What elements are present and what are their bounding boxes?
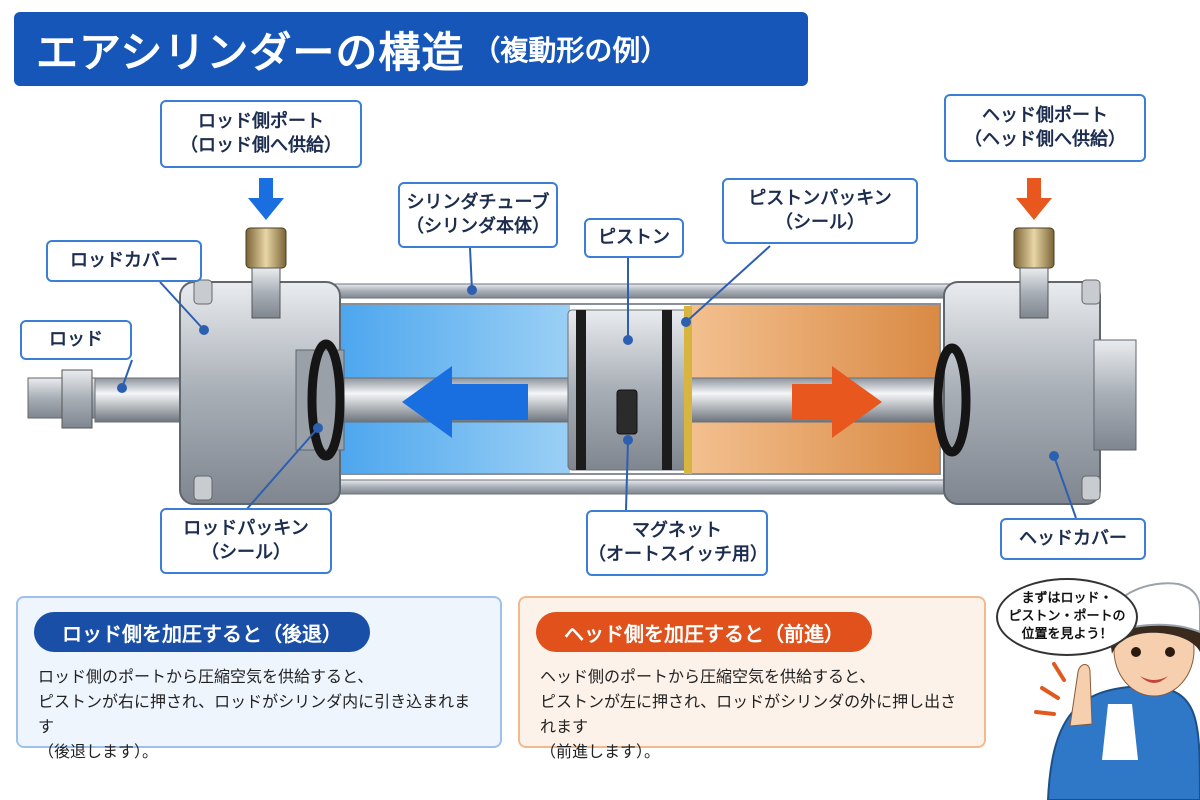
nut-tl [193, 279, 213, 305]
tie-rod-bottom [319, 479, 961, 495]
worker-eye-right [1165, 647, 1175, 657]
rod-packing-ring [307, 339, 345, 461]
label-head-cover: ヘッドカバー [1000, 518, 1146, 560]
head-port-fitting [1013, 227, 1055, 269]
magnet [616, 389, 638, 435]
label-magnet: マグネット （オートスイッチ用） [586, 510, 768, 576]
label-head-port: ヘッド側ポート （ヘッド側へ供給） [944, 94, 1146, 162]
rod-side-panel: ロッド側を加圧すると（後退） ロッド側のポートから圧縮空気を供給すると、 ピスト… [16, 596, 502, 761]
rod-nut [61, 369, 93, 429]
title-bar: エアシリンダーの構造 （複動形の例） [14, 12, 808, 86]
rod-side-description: ロッド側のポートから圧縮空気を供給すると、 ピストンが右に押され、ロッドがシリン… [38, 667, 471, 761]
rod-side-heading: ロッド側を加圧すると（後退） [34, 612, 370, 652]
nut-br [1081, 475, 1101, 501]
piston-packing [684, 306, 692, 474]
rod-port-body [251, 267, 281, 319]
worker-mouth [1140, 676, 1168, 683]
label-piston: ピストン [584, 218, 684, 258]
worker-eye-left [1131, 647, 1141, 657]
pointing-finger-icon [1069, 664, 1093, 727]
nut-tr [1081, 279, 1101, 305]
head-side-heading: ヘッド側を加圧すると（前進） [536, 612, 872, 652]
sparkle-icon [1034, 662, 1066, 716]
arrow-left-icon [402, 366, 528, 438]
nut-bl [193, 475, 213, 501]
head-side-description: ヘッド側のポートから圧縮空気を供給すると、 ピストンが左に押され、ロッドがシリン… [540, 667, 957, 761]
head-side-panel: ヘッド側を加圧すると（前進） ヘッド側のポートから圧縮空気を供給すると、 ピスト… [518, 596, 986, 761]
head-seal-ring [933, 343, 971, 457]
head-mount [1093, 339, 1137, 451]
label-rod: ロッド [20, 320, 132, 360]
label-rod-port: ロッド側ポート （ロッド側へ供給） [160, 100, 362, 168]
piston-seal-right [662, 310, 672, 470]
worker-shirt [1102, 704, 1138, 760]
piston-seal-left [576, 310, 586, 470]
head-port-body [1019, 267, 1049, 319]
arrow-down-icon [1016, 178, 1052, 220]
tie-rod-top [319, 283, 961, 299]
page-subtitle: （複動形の例） [472, 34, 669, 67]
arrow-down-icon [248, 178, 284, 220]
label-piston-packing: ピストンパッキン （シール） [722, 178, 918, 244]
label-rod-packing: ロッドパッキン （シール） [160, 508, 332, 574]
speech-bubble: まずはロッド・ ピストン・ポートの 位置を見よう！ [996, 578, 1138, 656]
arrow-right-icon [792, 366, 882, 438]
label-rod-cover: ロッドカバー [46, 240, 202, 282]
page-title: エアシリンダーの構造 [36, 27, 465, 77]
rod-port-fitting [245, 227, 287, 269]
label-cylinder-tube: シリンダチューブ （シリンダ本体） [398, 182, 558, 248]
